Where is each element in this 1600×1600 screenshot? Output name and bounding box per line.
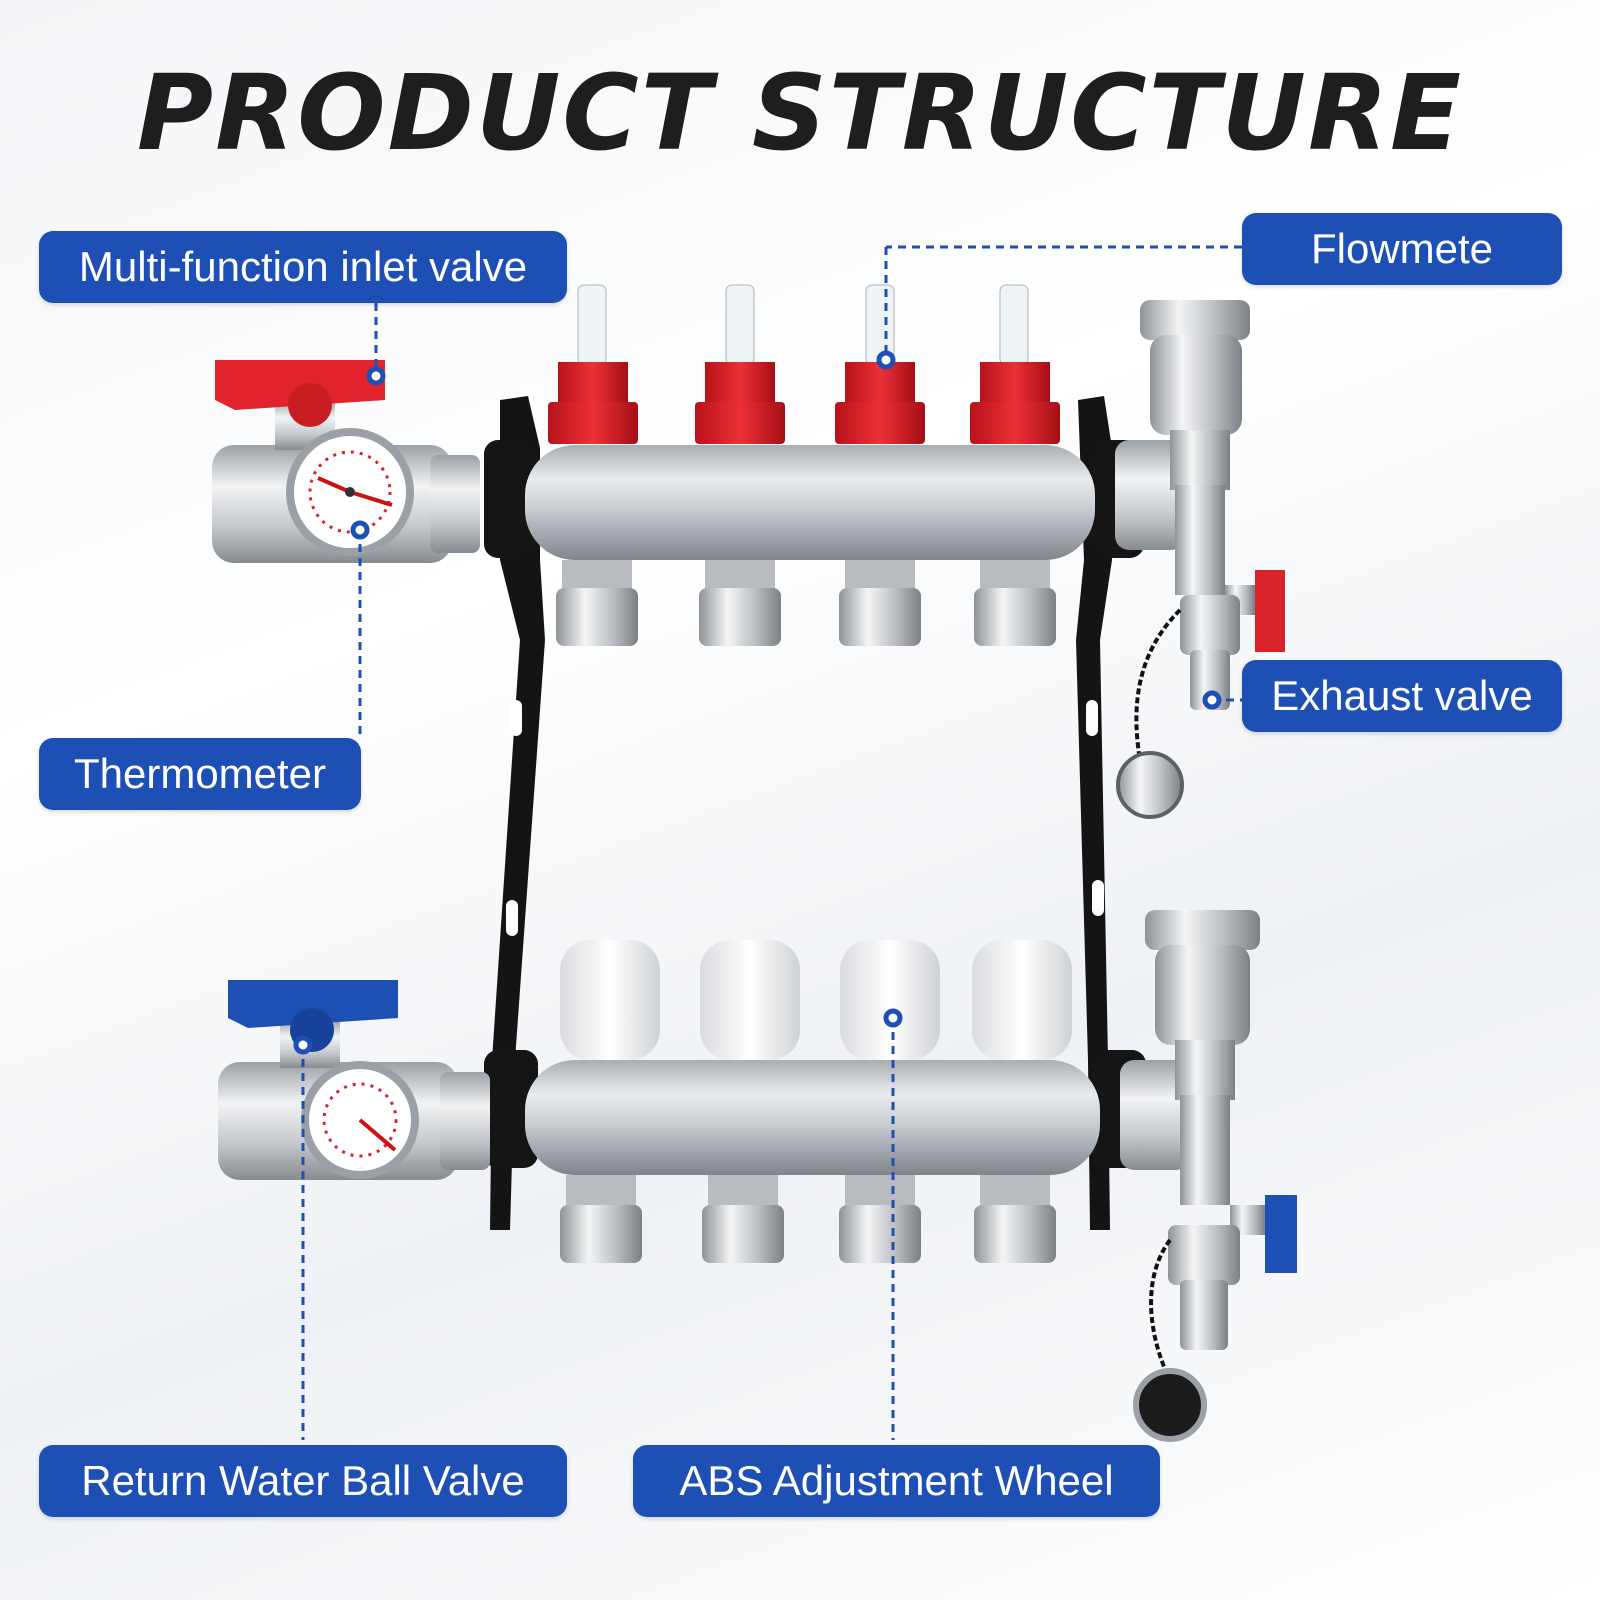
label-thermometer: Thermometer bbox=[39, 738, 361, 810]
label-exhaust-valve: Exhaust valve bbox=[1242, 660, 1562, 732]
label-flowmeter: Flowmete bbox=[1242, 213, 1562, 285]
return-outlet-fittings bbox=[560, 1175, 1056, 1263]
return-air-valve bbox=[1120, 910, 1297, 1442]
label-return-valve: Return Water Ball Valve bbox=[39, 1445, 567, 1517]
leader-dots bbox=[293, 350, 1222, 1055]
supply-manifold-bar bbox=[525, 445, 1095, 560]
label-inlet-valve: Multi-function inlet valve bbox=[39, 231, 567, 303]
exhaust-valve-assembly bbox=[1115, 300, 1285, 819]
return-ball-valve bbox=[218, 980, 490, 1180]
leader-lines bbox=[301, 245, 1242, 1440]
page-title: PRODUCT STRUCTURE bbox=[136, 52, 1464, 174]
flowmeter-icon bbox=[548, 284, 1060, 444]
thermometer-icon bbox=[286, 428, 414, 556]
adjustment-wheel-icon bbox=[560, 940, 1072, 1060]
mounting-bracket-left bbox=[484, 396, 545, 1230]
return-manifold-bar bbox=[525, 1060, 1100, 1175]
supply-outlet-fittings bbox=[556, 560, 1056, 646]
label-abs-wheel: ABS Adjustment Wheel bbox=[633, 1445, 1160, 1517]
